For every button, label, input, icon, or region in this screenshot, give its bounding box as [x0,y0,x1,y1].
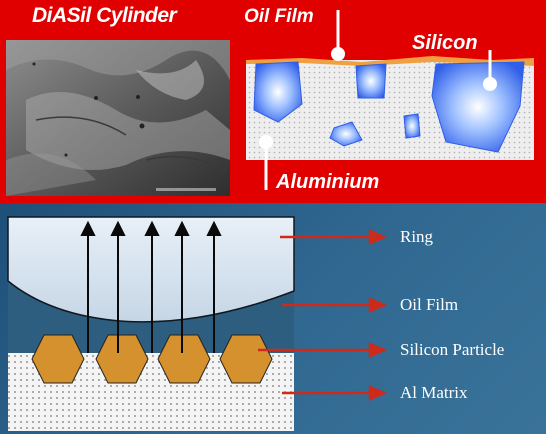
silicon-particle [157,334,211,384]
silicon-crystal [431,61,525,153]
micrograph-photo [6,40,230,196]
silicon-label: Silicon [412,32,478,54]
silicon-particle [219,334,273,384]
silicon-crystal [253,61,303,123]
photo-title: DiASil Cylinder [32,4,177,27]
schematic-diagram [246,10,534,190]
cross-section-diagram [7,216,388,431]
silicon-crystal [355,63,387,99]
oil-film-label: Oil Film [244,6,314,27]
silicon-crystal [403,113,421,139]
silicon-particle [31,334,85,384]
bottom-panel: Ring Oil Film Silicon Particle Al Matrix [0,203,546,434]
oil-film-strip [246,56,534,66]
silicon-particle [95,334,149,384]
silicon-particle-label: Silicon Particle [400,340,505,359]
silicon-crystal [329,121,363,147]
oil-film-label-bottom: Oil Film [400,295,459,314]
al-matrix-label: Al Matrix [400,383,468,402]
top-panel: DiASil Cylinder [0,0,546,203]
ring-label: Ring [400,227,434,246]
aluminium-label: Aluminium [276,171,380,193]
